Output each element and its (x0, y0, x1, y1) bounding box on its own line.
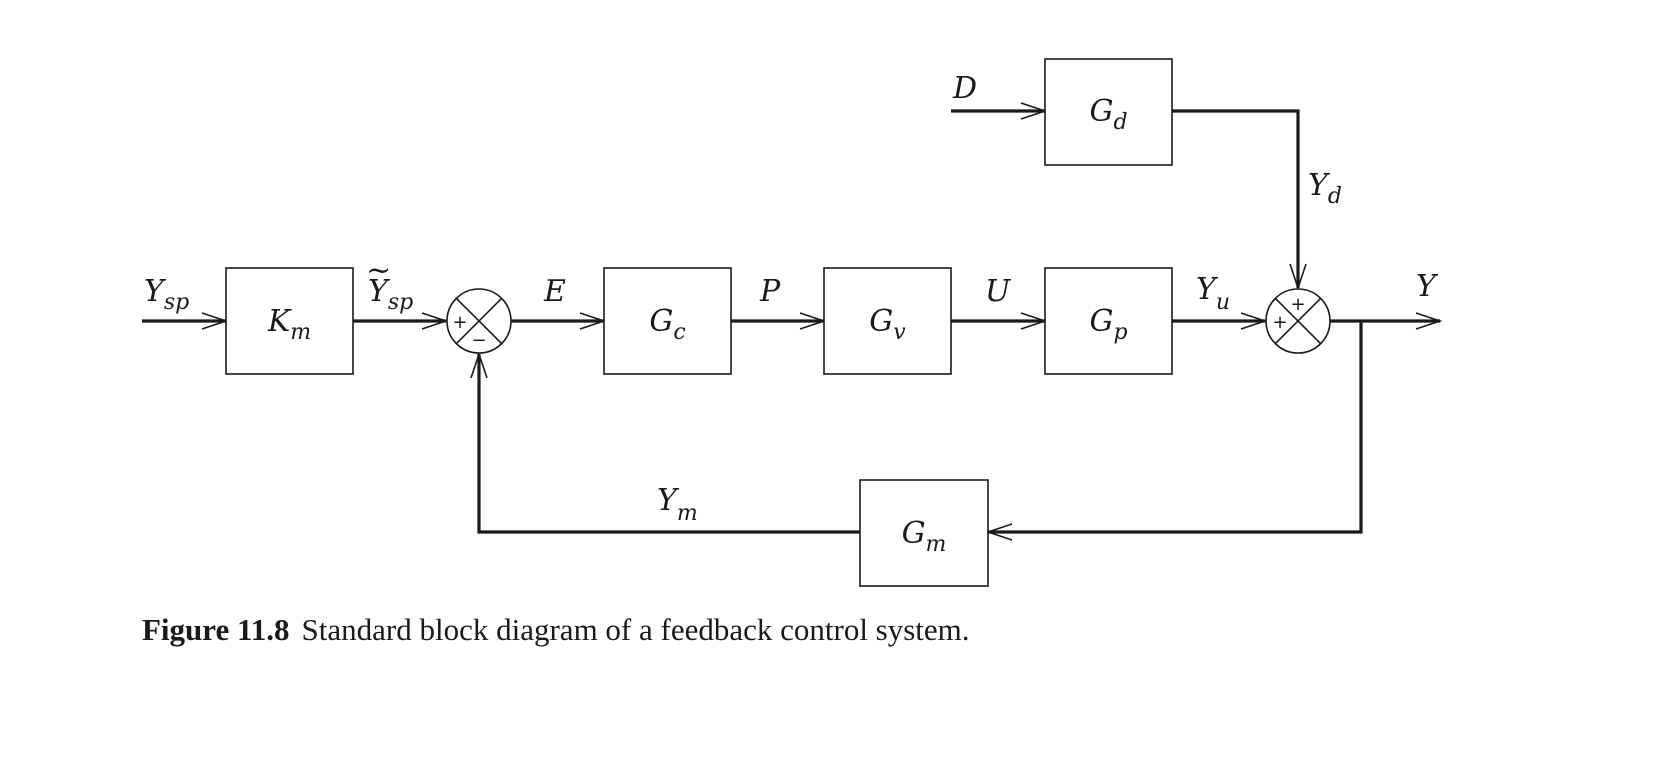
label-u: U (985, 274, 1012, 309)
label-ysp-tilde-text: Ysp (368, 274, 413, 315)
arrowhead-ym-into-sum1 (470, 351, 488, 379)
block-km-label: Km (267, 304, 311, 345)
label-yd: Yd (1308, 168, 1342, 209)
label-ysp-tilde: ~ Ysp (366, 253, 413, 315)
block-gc: Gc (603, 267, 732, 375)
sum1-plus-sign: + (452, 312, 467, 333)
tilde-accent: ~ (366, 253, 391, 288)
label-ysp: Ysp (144, 274, 189, 315)
wire-yd (1172, 109, 1300, 288)
block-gd-label: Gd (1089, 94, 1127, 135)
block-gp-label: Gp (1089, 304, 1127, 345)
wire-ym-feedback (477, 354, 860, 534)
arrowhead-into-sum1 (421, 312, 449, 330)
block-gc-label: Gc (649, 304, 685, 345)
block-gd: Gd (1044, 58, 1173, 166)
caption-text: Standard block diagram of a feedback con… (301, 612, 970, 647)
label-e: E (543, 274, 566, 309)
label-d: D (952, 71, 977, 106)
block-km: Km (225, 267, 354, 375)
block-gv: Gv (823, 267, 952, 375)
block-gm: Gm (859, 479, 989, 587)
arrowhead-into-sum2 (1240, 312, 1268, 330)
sum2-left-plus-sign: + (1272, 312, 1287, 333)
arrowhead-yd-into-sum2 (1289, 263, 1307, 291)
block-gp: Gp (1044, 267, 1173, 375)
sum2-top-plus-sign: + (1290, 294, 1305, 315)
arrowhead-output-y (1415, 312, 1443, 330)
label-yu: Yu (1196, 272, 1230, 315)
label-ym: Ym (657, 483, 698, 526)
wire-feedback-to-gm (988, 321, 1363, 534)
figure-caption: Figure 11.8 Standard block diagram of a f… (142, 612, 970, 648)
summing-junction-output: + + (1265, 288, 1331, 354)
block-gm-label: Gm (902, 516, 947, 557)
label-y: Y (1416, 269, 1439, 304)
block-gv-label: Gv (869, 304, 906, 345)
summing-junction-error: + − (446, 288, 512, 354)
label-p: P (759, 274, 781, 309)
sum1-minus-sign: − (471, 330, 486, 351)
figure-number: Figure 11.8 (142, 612, 290, 647)
